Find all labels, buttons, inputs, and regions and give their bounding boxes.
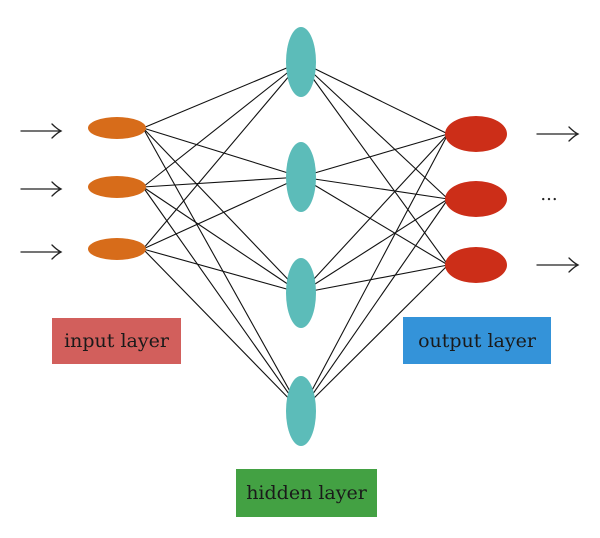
output-node-3 (445, 247, 507, 283)
neuron-nodes (88, 27, 507, 446)
output-arrow-2 (536, 257, 580, 273)
io-arrows (20, 123, 580, 273)
output-arrow-1 (536, 126, 580, 142)
edge-input-2-hidden-2 (142, 176, 302, 188)
edge-input-3-hidden-1 (142, 61, 302, 250)
edge-hidden-3-output-3 (300, 264, 449, 294)
input-node-2 (88, 176, 146, 198)
edge-hidden-4-output-3 (300, 264, 449, 412)
output-layer-label: output layer (403, 317, 551, 364)
edge-hidden-4-output-2 (300, 198, 449, 412)
hidden-node-2 (286, 142, 316, 212)
hidden-layer-label: hidden layer (236, 469, 377, 517)
output-ellipsis: ... (540, 184, 558, 205)
edge-input-2-hidden-4 (142, 186, 302, 412)
edge-input-1-hidden-3 (142, 127, 302, 294)
connection-lines (142, 61, 449, 412)
hidden-node-3 (286, 258, 316, 328)
edge-input-1-hidden-4 (142, 127, 302, 412)
edge-hidden-3-output-1 (300, 133, 449, 294)
input-layer-label: input layer (52, 318, 181, 364)
edge-hidden-1-output-3 (300, 61, 449, 266)
edge-input-1-hidden-2 (142, 127, 302, 178)
output-node-2 (445, 181, 507, 217)
input-arrow-1 (20, 123, 63, 139)
edge-hidden-2-output-3 (300, 176, 449, 266)
edge-input-1-hidden-1 (142, 61, 302, 129)
input-arrow-2 (20, 181, 63, 197)
input-node-1 (88, 117, 146, 139)
input-node-3 (88, 238, 146, 260)
edge-hidden-1-output-2 (300, 61, 449, 200)
edge-hidden-1-output-1 (300, 61, 449, 135)
edge-hidden-3-output-2 (300, 198, 449, 294)
hidden-node-1 (286, 27, 316, 97)
edge-input-3-hidden-4 (142, 248, 302, 412)
edge-input-3-hidden-2 (142, 176, 302, 250)
output-node-1 (445, 116, 507, 152)
edge-hidden-2-output-1 (300, 133, 449, 178)
input-arrow-3 (20, 244, 63, 260)
edge-input-2-hidden-1 (142, 61, 302, 188)
edge-input-3-hidden-3 (142, 248, 302, 294)
edge-hidden-2-output-2 (300, 176, 449, 200)
hidden-node-4 (286, 376, 316, 446)
edge-input-2-hidden-3 (142, 186, 302, 294)
edge-hidden-4-output-1 (300, 133, 449, 412)
